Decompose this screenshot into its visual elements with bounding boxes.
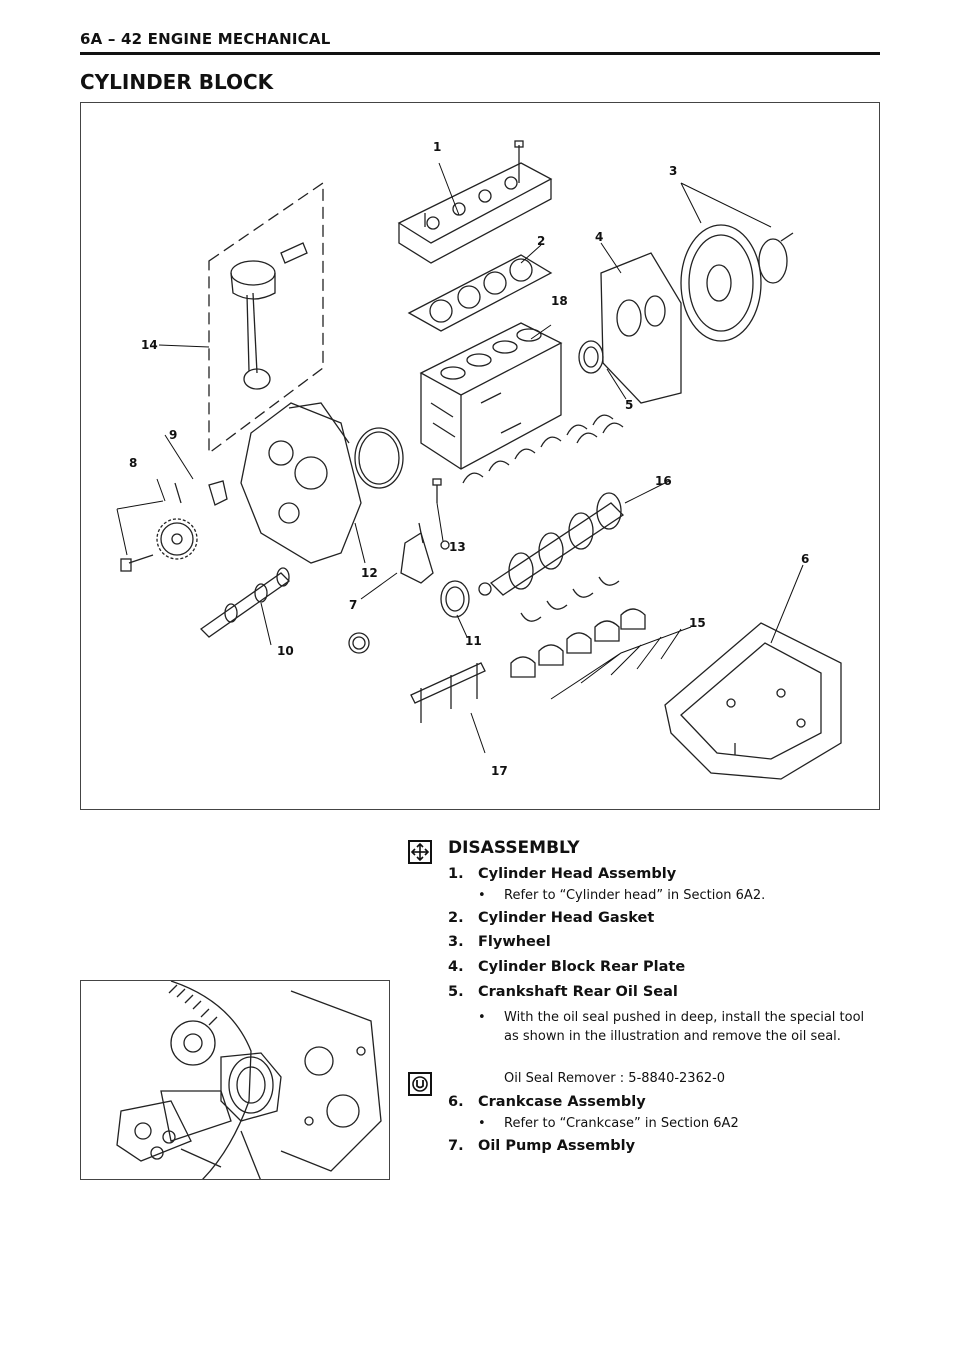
exploded-view-figure: 1 2 3 4 5 6 7 8 9 10 11 12 13 14 15 16 1… — [80, 102, 880, 810]
step-3: 3.Flywheel — [448, 934, 551, 950]
disassembly-heading: DISASSEMBLY — [448, 838, 580, 858]
special-tool-icon — [408, 1072, 432, 1096]
callout-11: 11 — [465, 634, 482, 648]
header-text: 6A – 42 ENGINE MECHANICAL — [80, 30, 331, 48]
step-5: 5.Crankshaft Rear Oil Seal — [448, 984, 678, 1000]
step-2: 2.Cylinder Head Gasket — [448, 910, 655, 926]
step-1-note: •Refer to “Cylinder head” in Section 6A2… — [478, 888, 766, 903]
callout-2: 2 — [537, 234, 545, 248]
step-6: 6.Crankcase Assembly — [448, 1094, 646, 1110]
step-4: 4.Cylinder Block Rear Plate — [448, 959, 686, 975]
oil-seal-removal-illustration — [80, 980, 390, 1180]
oil-seal-removal-drawing — [116, 981, 382, 1179]
callout-15: 15 — [689, 616, 706, 630]
callout-1: 1 — [433, 140, 441, 154]
callout-7: 7 — [349, 598, 357, 612]
callout-9: 9 — [169, 428, 177, 442]
exploded-view-drawing: 1 2 3 4 5 6 7 8 9 10 11 12 13 14 15 16 1… — [116, 140, 842, 780]
disassembly-arrows-icon — [408, 840, 432, 864]
callout-16: 16 — [655, 474, 672, 488]
step-7: 7.Oil Pump Assembly — [448, 1138, 636, 1154]
callout-4: 4 — [595, 230, 603, 244]
step-1: 1.Cylinder Head Assembly — [448, 866, 677, 882]
page-title: CYLINDER BLOCK — [80, 70, 274, 94]
callout-5: 5 — [625, 398, 633, 412]
callout-18: 18 — [551, 294, 568, 308]
callout-10: 10 — [277, 644, 294, 658]
step-5-note: •With the oil seal pushed in deep, insta… — [478, 1010, 865, 1044]
special-tool-spec: Oil Seal Remover : 5-8840-2362-0 — [504, 1071, 726, 1086]
page-header: 6A – 42 ENGINE MECHANICAL — [80, 28, 880, 55]
callout-6: 6 — [801, 552, 809, 566]
callout-12: 12 — [361, 566, 378, 580]
step-6-note: •Refer to “Crankcase” in Section 6A2 — [478, 1116, 739, 1131]
callout-8: 8 — [129, 456, 137, 470]
callout-14: 14 — [141, 338, 158, 352]
callout-13: 13 — [449, 540, 466, 554]
callout-17: 17 — [491, 764, 508, 778]
callout-3: 3 — [669, 164, 677, 178]
piston-group-frame — [208, 181, 324, 455]
